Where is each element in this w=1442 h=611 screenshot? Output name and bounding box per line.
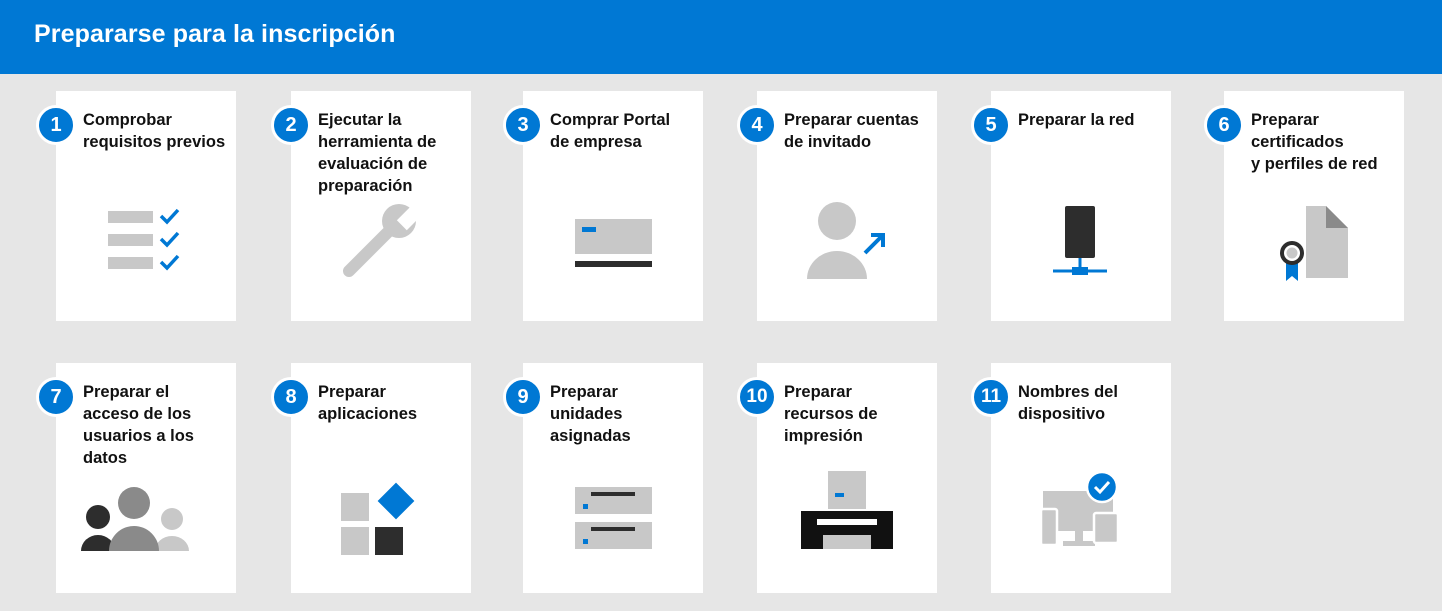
step-label: Preparar cuentas de invitado: [784, 109, 934, 153]
step-label-line: de empresa: [550, 133, 642, 151]
guest-user-icon: [757, 191, 937, 301]
step-label-line: aplicaciones: [318, 405, 418, 423]
step-label: Ejecutar la herramienta de evaluación de…: [318, 109, 468, 197]
step-label-line: Nombres del: [1018, 383, 1118, 401]
step-card-7: 7 Preparar el acceso de los usuarios a l…: [36, 363, 236, 593]
step-label: Preparar certificados y perfiles de red: [1251, 109, 1401, 175]
step-label: Comprar Portal de empresa: [550, 109, 700, 153]
step-label-line: Preparar: [550, 383, 618, 401]
step-card-8: 8 Preparar aplicaciones: [271, 363, 471, 593]
step-label-line: herramienta de: [318, 133, 437, 151]
users-group-icon: [56, 463, 236, 573]
step-label: Preparar la red: [1018, 109, 1168, 131]
step-label-line: unidades: [550, 405, 623, 423]
step-label: Preparar recursos de impresión: [784, 381, 934, 447]
step-number-badge: 7: [36, 377, 76, 417]
checklist-icon: [56, 191, 236, 301]
apps-icon: [291, 463, 471, 573]
step-label-line: Preparar el: [83, 383, 170, 401]
devices-check-icon: [991, 463, 1171, 573]
step-card-10: 10 Preparar recursos de impresión: [737, 363, 937, 593]
step-label-line: Preparar la red: [1018, 111, 1135, 129]
step-label-line: y perfiles de red: [1251, 155, 1378, 173]
step-number-badge: 2: [271, 105, 311, 145]
certificate-icon: [1224, 191, 1404, 301]
step-label: Nombres del dispositivo: [1018, 381, 1168, 425]
step-card-9: 9 Preparar unidades asignadas: [503, 363, 703, 593]
header-bar: Prepararse para la inscripción: [0, 0, 1442, 74]
step-number-badge: 6: [1204, 105, 1244, 145]
step-label-line: usuarios a los: [83, 427, 194, 445]
card-icon: [523, 191, 703, 301]
step-label-line: impresión: [784, 427, 863, 445]
step-label-line: certificados: [1251, 133, 1344, 151]
mapped-drives-icon: [523, 463, 703, 573]
step-label-line: Preparar: [318, 383, 386, 401]
step-label-line: Comprobar: [83, 111, 172, 129]
step-number-badge: 3: [503, 105, 543, 145]
step-card-2: 2 Ejecutar la herramienta de evaluación …: [271, 91, 471, 321]
step-label: Preparar aplicaciones: [318, 381, 468, 425]
step-label-line: de invitado: [784, 133, 872, 151]
step-card-3: 3 Comprar Portal de empresa: [503, 91, 703, 321]
step-card-5: 5 Preparar la red: [971, 91, 1171, 321]
step-label: Comprobar requisitos previos: [83, 109, 233, 153]
step-label-line: Preparar: [784, 383, 852, 401]
step-number-badge: 10: [737, 377, 777, 417]
step-label-line: preparación: [318, 177, 413, 195]
step-number-badge: 5: [971, 105, 1011, 145]
step-number-badge: 4: [737, 105, 777, 145]
page-title: Prepararse para la inscripción: [34, 20, 396, 48]
wrench-icon: [291, 191, 471, 301]
network-device-icon: [991, 191, 1171, 301]
step-label-line: asignadas: [550, 427, 631, 445]
step-number-badge: 1: [36, 105, 76, 145]
step-label: Preparar el acceso de los usuarios a los…: [83, 381, 233, 469]
step-label-line: Preparar cuentas: [784, 111, 919, 129]
step-label: Preparar unidades asignadas: [550, 381, 700, 447]
step-label-line: Comprar Portal: [550, 111, 671, 129]
step-label-line: Preparar: [1251, 111, 1319, 129]
step-label-line: Ejecutar la: [318, 111, 402, 129]
step-label-line: datos: [83, 449, 128, 467]
step-card-11: 11 Nombres del dispositivo: [971, 363, 1171, 593]
step-label-line: recursos de: [784, 405, 878, 423]
step-number-badge: 9: [503, 377, 543, 417]
step-label-line: acceso de los: [83, 405, 192, 423]
printer-icon: [757, 463, 937, 573]
step-card-6: 6 Preparar certificados y perfiles de re…: [1204, 91, 1404, 321]
step-card-4: 4 Preparar cuentas de invitado: [737, 91, 937, 321]
step-card-1: 1 Comprobar requisitos previos: [36, 91, 236, 321]
step-label-line: requisitos previos: [83, 133, 226, 151]
step-label-line: dispositivo: [1018, 405, 1106, 423]
step-number-badge: 8: [271, 377, 311, 417]
step-label-line: evaluación de: [318, 155, 428, 173]
step-number-badge: 11: [971, 377, 1011, 417]
